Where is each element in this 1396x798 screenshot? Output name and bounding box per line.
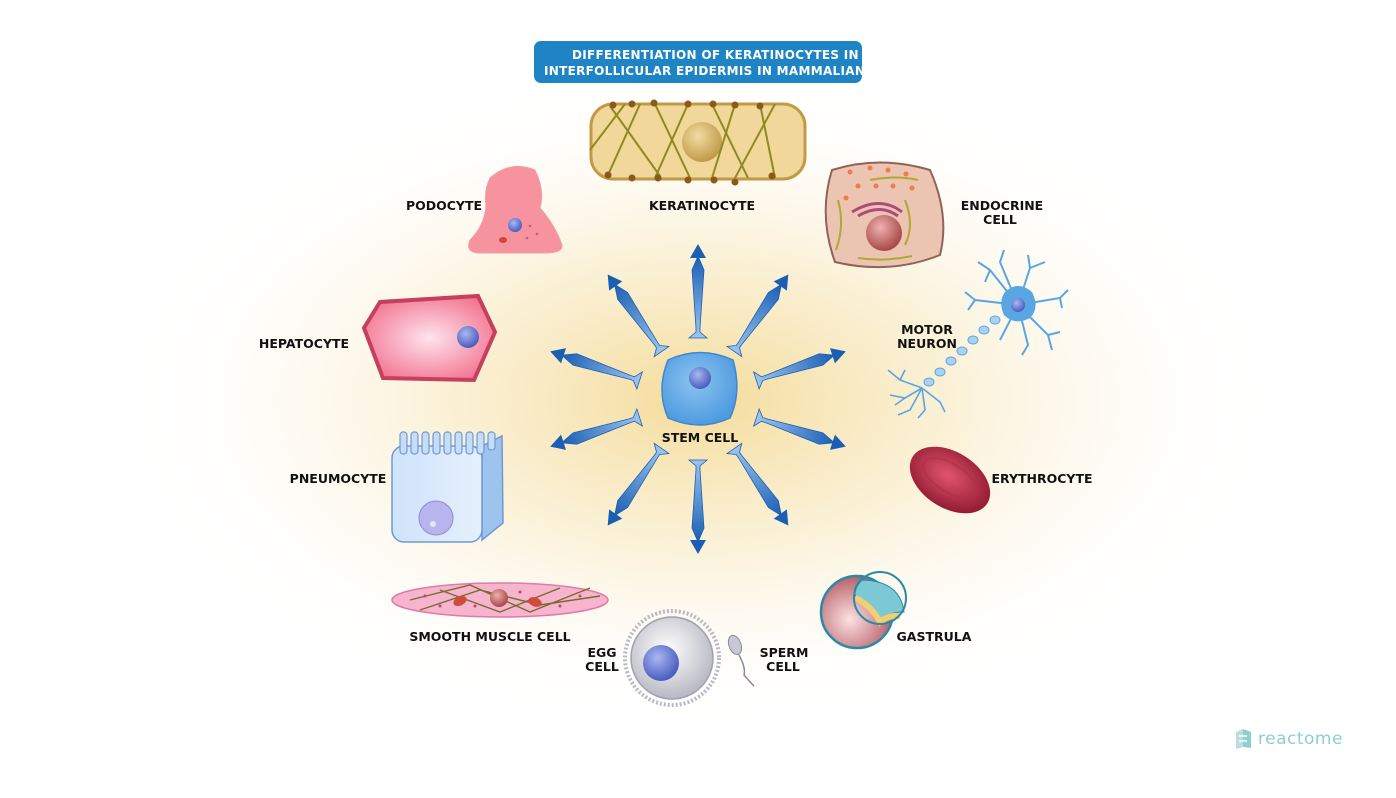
- egg-cell: EGG CELL: [585, 609, 721, 707]
- podocyte-label: PODOCYTE: [406, 198, 482, 213]
- erythrocyte-cell: ERYTHROCYTE: [909, 446, 1093, 514]
- reactome-logo-text: reactome: [1258, 729, 1343, 749]
- sperm-label-line1: SPERM: [760, 645, 809, 660]
- reactome-logo: reactome: [1234, 728, 1343, 750]
- pathway-title-line2: INTERFOLLICULAR EPIDERMIS IN MAMMALIAN S: [544, 64, 862, 78]
- endocrine-label-line1: ENDOCRINE: [961, 198, 1043, 213]
- keratinocyte-label: KERATINOCYTE: [649, 198, 755, 213]
- podocyte-cell: PODOCYTE: [406, 165, 563, 254]
- sperm-label-line2: CELL: [766, 659, 800, 674]
- gastrula-cell: GASTRULA: [819, 571, 972, 650]
- smooth-muscle-cell: SMOOTH MUSCLE CELL: [391, 582, 609, 644]
- erythrocyte-label: ERYTHROCYTE: [991, 471, 1092, 486]
- motor-neuron-cell: MOTOR NEURON: [887, 249, 1069, 419]
- egg-label-line1: EGG: [587, 645, 616, 660]
- endocrine-label-line2: CELL: [983, 212, 1017, 227]
- motor-label-line2: NEURON: [897, 336, 957, 351]
- keratinocyte-cell: KERATINOCYTE: [589, 99, 807, 213]
- gastrula-label: GASTRULA: [897, 629, 972, 644]
- hepatocyte-label: HEPATOCYTE: [259, 336, 349, 351]
- pneumocyte-label: PNEUMOCYTE: [290, 471, 387, 486]
- motor-label-line1: MOTOR: [901, 322, 953, 337]
- stem-cell-label: STEM CELL: [662, 430, 739, 445]
- pathway-title-line1: DIFFERENTIATION OF KERATINOCYTES IN: [572, 48, 859, 62]
- stem-cell: STEM CELL: [661, 351, 739, 445]
- egg-label-line2: CELL: [585, 659, 619, 674]
- pneumocyte-cell: PNEUMOCYTE: [290, 431, 504, 543]
- sperm-cell: SPERM CELL: [727, 634, 809, 687]
- smooth-muscle-label: SMOOTH MUSCLE CELL: [409, 629, 570, 644]
- hepatocyte-cell: HEPATOCYTE: [259, 293, 498, 383]
- reactome-logo-icon: [1236, 729, 1251, 749]
- pathway-title-box[interactable]: DIFFERENTIATION OF KERATINOCYTES IN INTE…: [534, 41, 862, 83]
- endocrine-cell: ENDOCRINE CELL: [824, 161, 1043, 269]
